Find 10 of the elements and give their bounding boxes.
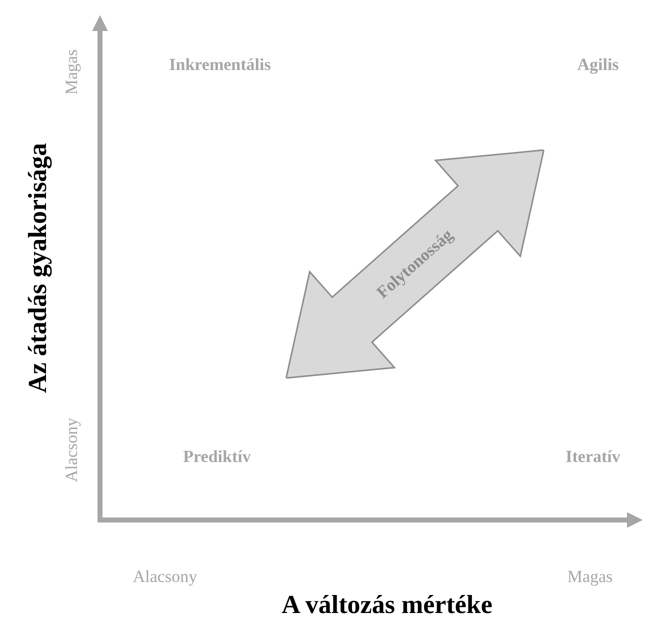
quadrant-label: Iteratív [566,447,620,467]
quadrant-label: Agilis [577,55,619,75]
axis-tick-label: Magas [567,567,613,587]
axis-tick-label: Magas [62,49,82,95]
quadrant-label: Prediktív [183,447,251,467]
axis-title: A változás mértéke [282,590,492,618]
axis-tick-label: Alacsony [132,567,198,587]
axis-title: Az átadás gyakorisága [23,143,53,393]
axis-tick-label: Alacsony [62,418,82,482]
quadrant-label: Inkrementális [169,55,271,75]
